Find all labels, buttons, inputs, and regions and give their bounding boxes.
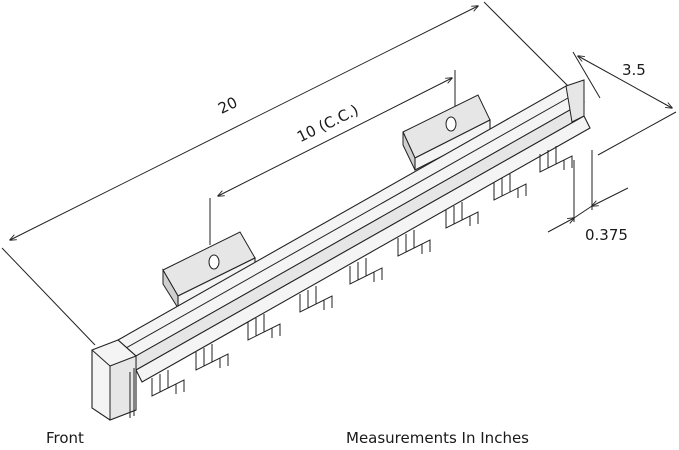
hook	[493, 174, 527, 201]
rack-body	[91, 79, 591, 421]
length-label: 20	[215, 93, 240, 118]
center-spacing-label: 10 (C.C.)	[294, 101, 361, 146]
units-caption: Measurements In Inches	[346, 429, 529, 447]
hook	[151, 370, 185, 397]
end-cap	[91, 339, 137, 421]
hook	[299, 286, 333, 313]
dimension-depth: 3.5	[572, 51, 677, 156]
front-label: Front	[46, 429, 84, 447]
hook-row	[151, 146, 573, 397]
hook	[539, 146, 573, 173]
screw-hole-right	[445, 116, 457, 132]
hook	[247, 314, 281, 341]
hook-spacing-label: 0.375	[585, 226, 628, 244]
hook	[397, 230, 431, 257]
screw-hole-left	[208, 254, 220, 270]
hook	[445, 202, 479, 229]
hook	[195, 344, 229, 371]
mounting-bracket-left	[162, 231, 256, 310]
hook	[349, 258, 383, 285]
dimension-hook-spacing: 0.375	[547, 150, 629, 244]
depth-label: 3.5	[622, 61, 646, 79]
